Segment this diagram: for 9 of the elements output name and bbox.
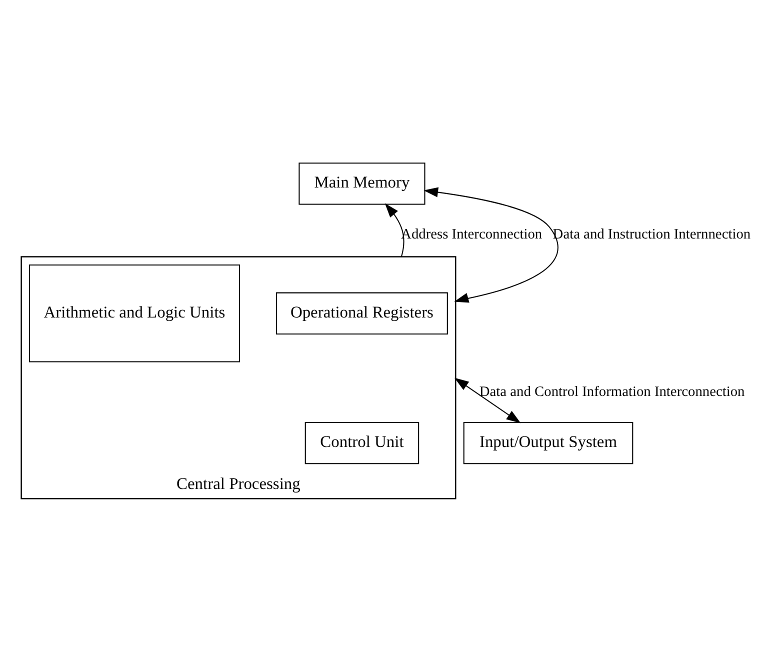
node-box: Main Memory bbox=[298, 162, 426, 205]
node-box: Input/Output System bbox=[463, 422, 634, 464]
arrow bbox=[384, 203, 404, 257]
edge-label: Data and Control Information Interconnection bbox=[479, 384, 745, 400]
arrow bbox=[454, 378, 521, 424]
node-box: Arithmetic and Logic Units bbox=[29, 264, 240, 362]
node-box: Control Unit bbox=[304, 422, 420, 464]
node-box: Operational Registers bbox=[276, 292, 448, 334]
arrow bbox=[424, 187, 558, 303]
